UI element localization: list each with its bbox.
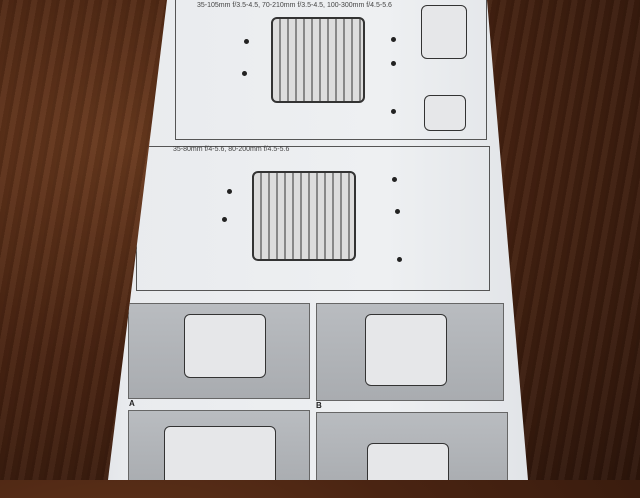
- diagram-panel-top: [175, 0, 487, 140]
- caption-middle: 35-80mm f/4-5.6, 80-200mm f/4.5-5.6: [173, 146, 290, 153]
- camera-illustration: [164, 426, 276, 480]
- callout-marker: [391, 109, 396, 114]
- callout-marker: [391, 61, 396, 66]
- camera-illustration: [365, 314, 447, 386]
- callout-marker: [391, 37, 396, 42]
- lens-diagram: [271, 17, 365, 103]
- instruction-sheet: 35-105mm f/3.5-4.5, 70-210mm f/3.5-4.5, …: [108, 0, 528, 480]
- diagram-panel-middle: [136, 146, 490, 291]
- callout-marker: [242, 71, 247, 76]
- illustration-c: [128, 410, 310, 480]
- callout-marker: [227, 189, 232, 194]
- illustration-b: [316, 303, 504, 401]
- lens-diagram: [252, 171, 356, 261]
- lens-detail-diagram: [424, 95, 466, 131]
- callout-marker: [392, 177, 397, 182]
- callout-marker: [395, 209, 400, 214]
- camera-illustration: [184, 314, 266, 378]
- illustration-d: [316, 412, 508, 480]
- callout-marker: [397, 257, 402, 262]
- callout-marker: [222, 217, 227, 222]
- caption-top: 35-105mm f/3.5-4.5, 70-210mm f/3.5-4.5, …: [197, 2, 392, 9]
- lens-detail-diagram: [421, 5, 467, 59]
- label-a: A: [129, 399, 135, 408]
- callout-marker: [244, 39, 249, 44]
- label-b: B: [316, 401, 322, 410]
- camera-illustration: [367, 443, 449, 480]
- illustration-a: [128, 303, 310, 399]
